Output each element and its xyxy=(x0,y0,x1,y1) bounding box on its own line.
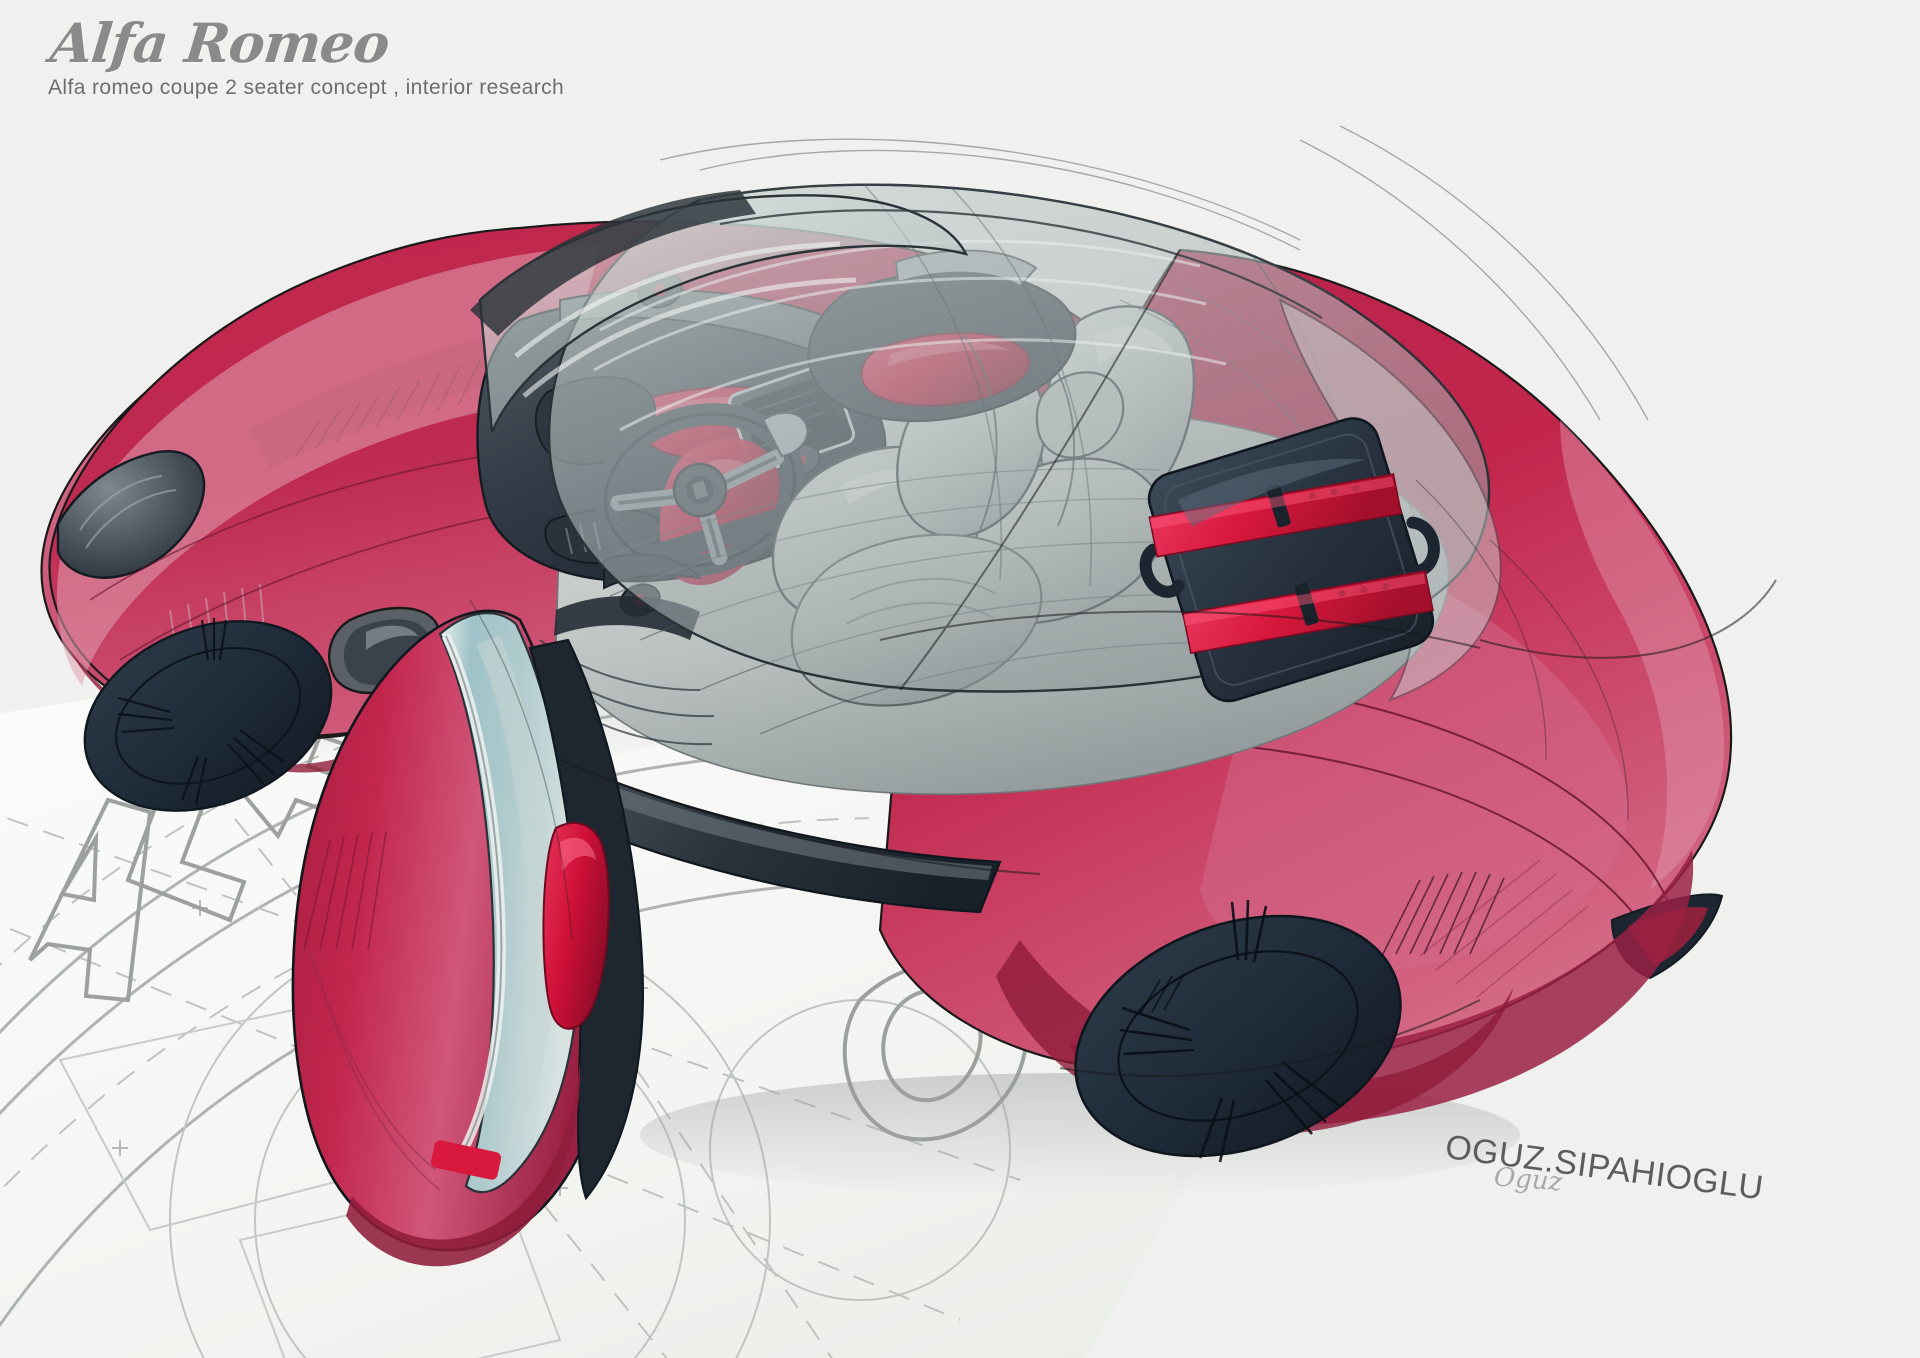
door-reflector xyxy=(430,1140,502,1180)
open-door[interactable] xyxy=(291,609,644,1267)
rear-wheel-group xyxy=(996,899,1514,1163)
headlight xyxy=(56,450,206,579)
suitcase-handle-right xyxy=(1403,516,1440,577)
suitcase-strap-bottom xyxy=(1182,570,1434,654)
luggage-suitcase xyxy=(1139,417,1440,703)
door-inner-red-accent xyxy=(542,822,610,1030)
a-pillar xyxy=(470,190,756,336)
rear-wheel xyxy=(1074,914,1402,1158)
front-wheel xyxy=(83,620,333,812)
construction-linework xyxy=(559,249,1777,1077)
loose-sketch-strokes xyxy=(469,125,1649,941)
suitcase-handle-left xyxy=(1139,543,1185,598)
